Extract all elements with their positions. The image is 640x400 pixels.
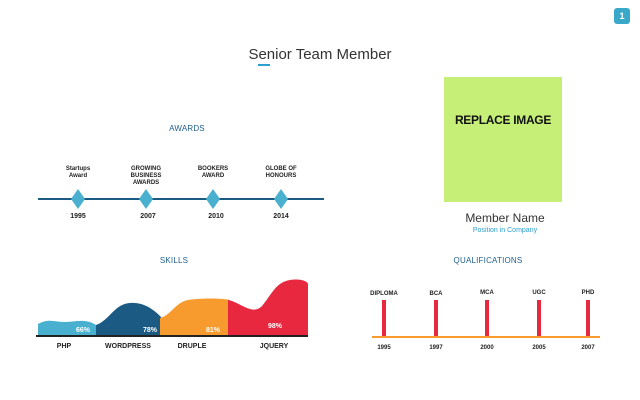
skill-percent: 81% [206, 327, 221, 334]
qualification-year: 2000 [480, 345, 494, 351]
qualification-year: 2007 [581, 345, 595, 351]
skill-area-php [38, 320, 100, 336]
award-marker [139, 189, 153, 209]
skill-label: DRUPLE [177, 343, 207, 350]
award-marker [71, 189, 85, 209]
qualification-bar [586, 300, 590, 336]
skill-percent: 98% [268, 323, 283, 330]
skill-label: JQUERY [259, 343, 289, 350]
page-number-badge: 1 [614, 8, 630, 24]
award-label: Startups Award [65, 166, 91, 179]
skill-percent: 66% [76, 327, 91, 334]
qualification-year: 2005 [532, 345, 546, 351]
skill-label: WORDPRESS [105, 343, 151, 350]
award-label: BOOKERS AWARD [197, 166, 229, 179]
skill-area-wordpress [96, 302, 162, 336]
skill-label: PHP [56, 343, 72, 350]
qualification-label: BCA [429, 291, 443, 297]
qualification-bar [382, 300, 386, 336]
qualification-bar [434, 300, 438, 336]
qualification-label: PHD [581, 290, 595, 296]
qualification-label: MCA [480, 290, 494, 296]
member-name: Member Name [465, 211, 545, 225]
qualification-year: 1995 [377, 345, 391, 351]
skill-percent: 78% [143, 327, 158, 334]
qualification-year: 1997 [429, 345, 443, 351]
profile-image-text: REPLACE IMAGE [454, 113, 552, 127]
qualification-label: UGC [532, 290, 546, 296]
profile-image-placeholder [444, 77, 562, 202]
award-label: GROWING BUSINESS AWARDS [130, 166, 162, 186]
qualification-label: DIPLOMA [370, 291, 398, 297]
awards-heading: AWARDS [169, 124, 205, 133]
skills-heading: SKILLS [159, 256, 189, 265]
award-year: 2007 [140, 213, 156, 220]
skill-area-druple [160, 298, 230, 336]
qualification-bar [485, 300, 489, 336]
award-marker [274, 189, 288, 209]
member-position: Position in Company [472, 227, 538, 234]
qualifications-heading: QUALIFICATIONS [453, 256, 523, 265]
award-label: GLOBE OF HONOURS [265, 166, 297, 179]
award-year: 1995 [70, 213, 86, 220]
skill-area-jquery [228, 279, 308, 336]
award-marker [206, 189, 220, 209]
award-year: 2014 [273, 213, 289, 220]
title-underline [258, 64, 270, 66]
award-year: 2010 [208, 213, 224, 220]
qualification-bar [537, 300, 541, 336]
page-title: Senior Team Member [248, 46, 392, 63]
